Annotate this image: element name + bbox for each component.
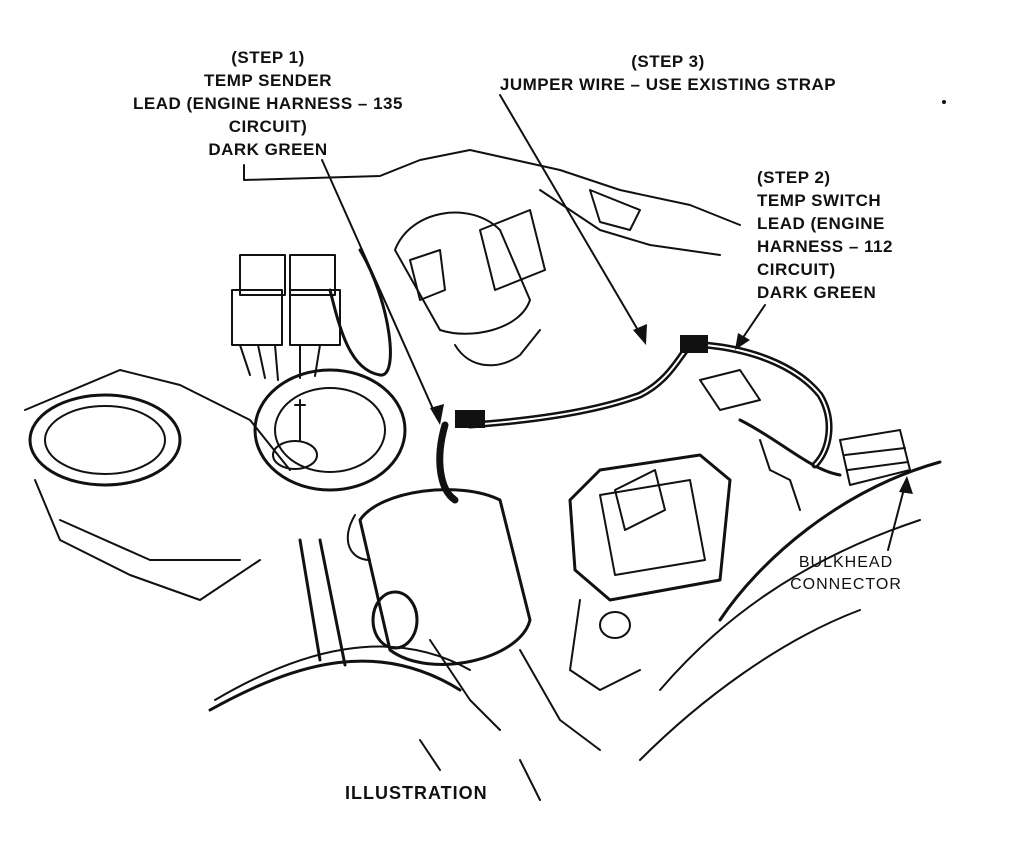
step3-callout: (STEP 3) JUMPER WIRE – USE EXISTING STRA… [478,50,858,96]
step1-line-3: LEAD (ENGINE HARNESS – 135 [133,94,403,113]
step2-line-5: CIRCUIT) [757,260,836,279]
leader-arrows [321,94,913,551]
step1-line-2: TEMP SENDER [204,71,332,90]
harness-wires [436,341,833,504]
harness-connectors [455,335,708,428]
engine-line-art [24,149,942,801]
step1-callout: (STEP 1) TEMP SENDER LEAD (ENGINE HARNES… [118,46,418,161]
bulkhead-callout: BULKHEAD CONNECTOR [776,552,916,596]
step2-callout: (STEP 2) TEMP SWITCH LEAD (ENGINE HARNES… [757,166,957,304]
illustration-caption: ILLUSTRATION [345,783,488,803]
step1-line-1: (STEP 1) [231,48,305,67]
temp-switch-connector [680,335,708,353]
bulkhead-line-2: CONNECTOR [790,576,902,593]
step2-line-3: LEAD (ENGINE [757,214,885,233]
step2-line-6: DARK GREEN [757,283,877,302]
step2-line-1: (STEP 2) [757,168,831,187]
step1-line-5: DARK GREEN [208,140,328,159]
step3-line-2: JUMPER WIRE – USE EXISTING STRAP [499,75,837,94]
step1-line-4: CIRCUIT) [228,117,308,136]
bulkhead-line-1: BULKHEAD [798,554,894,571]
step3-line-1: (STEP 3) [631,52,705,71]
temp-sender-connector [455,410,485,428]
step2-line-2: TEMP SWITCH [757,191,882,210]
step2-line-4: HARNESS – 112 [757,237,893,256]
